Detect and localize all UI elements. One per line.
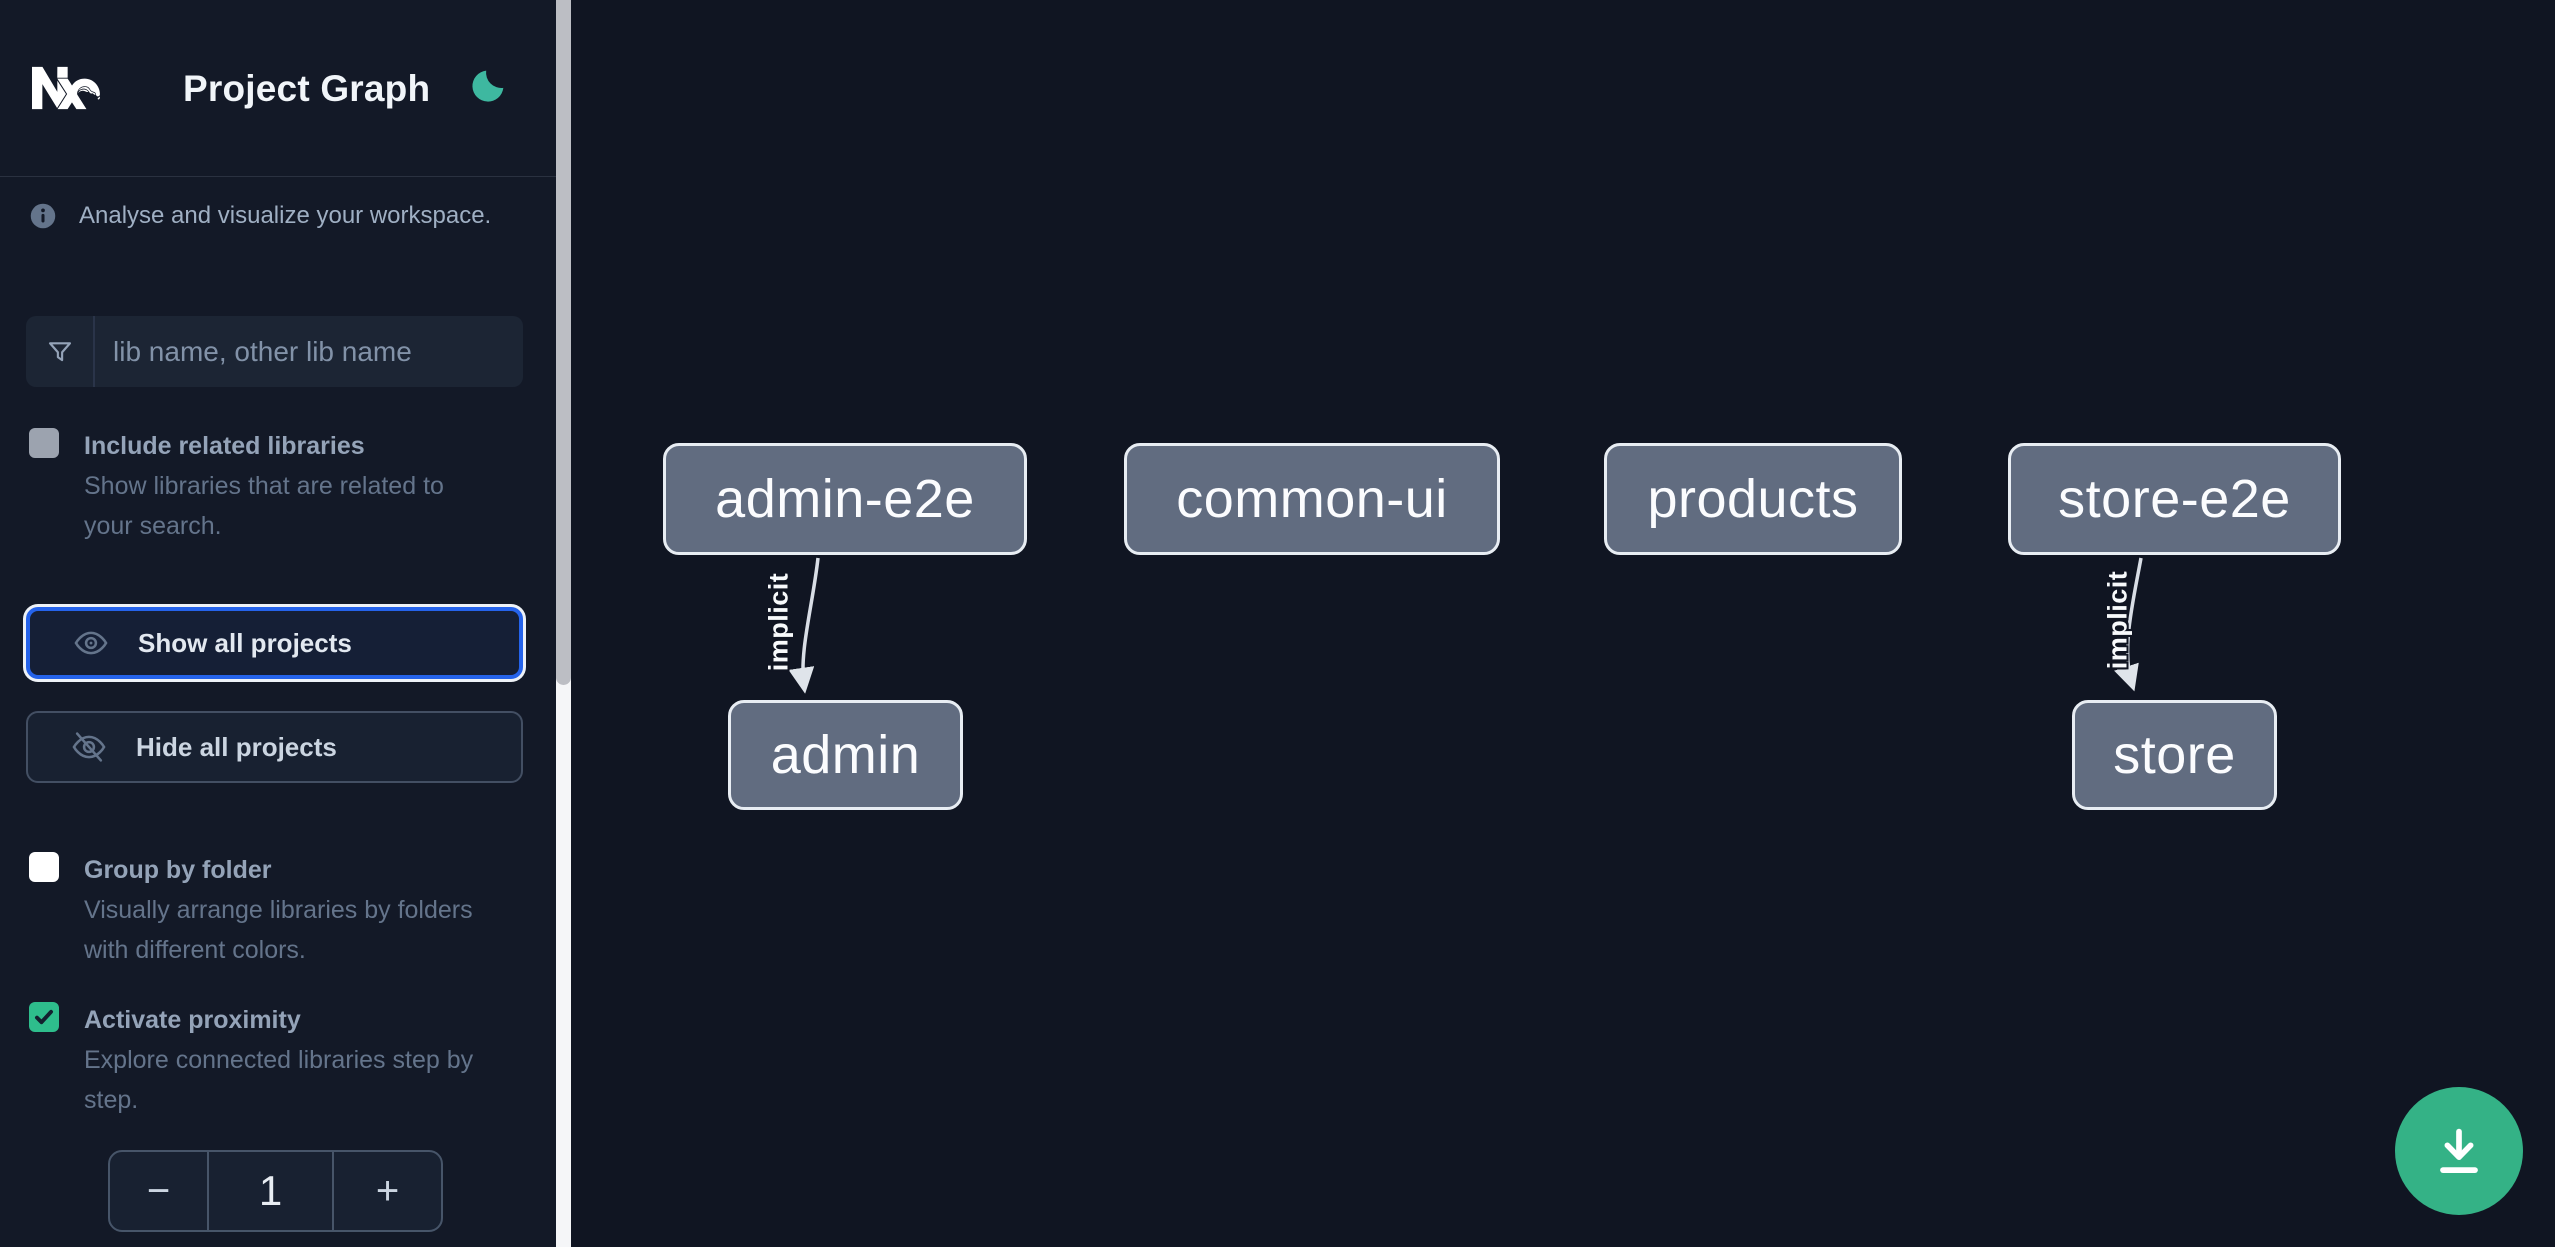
increment-button[interactable]: + <box>332 1152 441 1230</box>
group-by-folder-row: Group by folder Visually arrange librari… <box>29 850 486 970</box>
dark-mode-toggle-moon-icon[interactable] <box>468 64 508 108</box>
filter-input[interactable] <box>95 316 523 387</box>
show-all-projects-label: Show all projects <box>138 627 352 658</box>
activate-proximity-checkbox[interactable] <box>29 1002 59 1032</box>
edge-label-implicit: implicit <box>2102 570 2133 670</box>
activate-proximity-row: Activate proximity Explore connected lib… <box>29 1000 486 1120</box>
show-all-projects-button[interactable]: Show all projects <box>26 607 523 679</box>
group-by-folder-label: Group by folder <box>84 856 272 884</box>
decrement-button[interactable]: − <box>110 1152 209 1230</box>
info-icon <box>30 203 56 229</box>
include-related-description: Show libraries that are related to your … <box>84 472 444 540</box>
proximity-depth-value: 1 <box>258 1167 283 1214</box>
graph-node-admin-e2e[interactable]: admin-e2e <box>663 443 1027 555</box>
include-related-row: Include related libraries Show libraries… <box>29 426 486 546</box>
graph-canvas[interactable]: implicit implicit admin-e2e common-ui pr… <box>572 0 2555 1247</box>
edge-admin-e2e-to-admin <box>788 557 820 694</box>
proximity-depth-stepper: − 1 + <box>108 1150 443 1232</box>
activate-proximity-description: Explore connected libraries step by step… <box>84 1046 474 1114</box>
sidebar: Project Graph Analyse and visualize your… <box>0 0 556 1247</box>
include-related-label: Include related libraries <box>84 432 365 460</box>
graph-node-common-ui[interactable]: common-ui <box>1124 443 1500 555</box>
nx-logo-icon <box>32 66 101 110</box>
hide-all-projects-label: Hide all projects <box>136 731 337 762</box>
sidebar-header: Project Graph <box>0 0 556 177</box>
sidebar-scrollbar-track[interactable] <box>556 0 571 1247</box>
graph-node-products[interactable]: products <box>1604 443 1902 555</box>
download-graph-button[interactable] <box>2395 1087 2523 1215</box>
graph-node-admin[interactable]: admin <box>728 700 963 810</box>
workspace-info-text: Analyse and visualize your workspace. <box>79 202 492 229</box>
hide-all-projects-button[interactable]: Hide all projects <box>26 711 523 783</box>
dependency-edges <box>788 557 2143 694</box>
graph-node-store[interactable]: store <box>2072 700 2277 810</box>
sidebar-scrollbar-thumb[interactable] <box>556 0 571 685</box>
checkmark-icon <box>35 1009 53 1025</box>
workspace-info-row: Analyse and visualize your workspace. <box>29 202 491 230</box>
filter-funnel-icon <box>26 316 95 387</box>
activate-proximity-label: Activate proximity <box>84 1006 301 1034</box>
graph-node-store-e2e[interactable]: store-e2e <box>2008 443 2341 555</box>
include-related-checkbox[interactable] <box>29 428 59 458</box>
eye-icon <box>74 631 108 655</box>
header-divider <box>0 176 556 177</box>
download-icon <box>2440 1128 2478 1173</box>
page-title: Project Graph <box>183 68 431 109</box>
eye-off-icon <box>72 732 106 762</box>
filter-box <box>26 316 523 387</box>
group-by-folder-checkbox[interactable] <box>29 852 59 882</box>
edge-label-implicit: implicit <box>763 572 794 672</box>
group-by-folder-description: Visually arrange libraries by folders wi… <box>84 896 473 964</box>
